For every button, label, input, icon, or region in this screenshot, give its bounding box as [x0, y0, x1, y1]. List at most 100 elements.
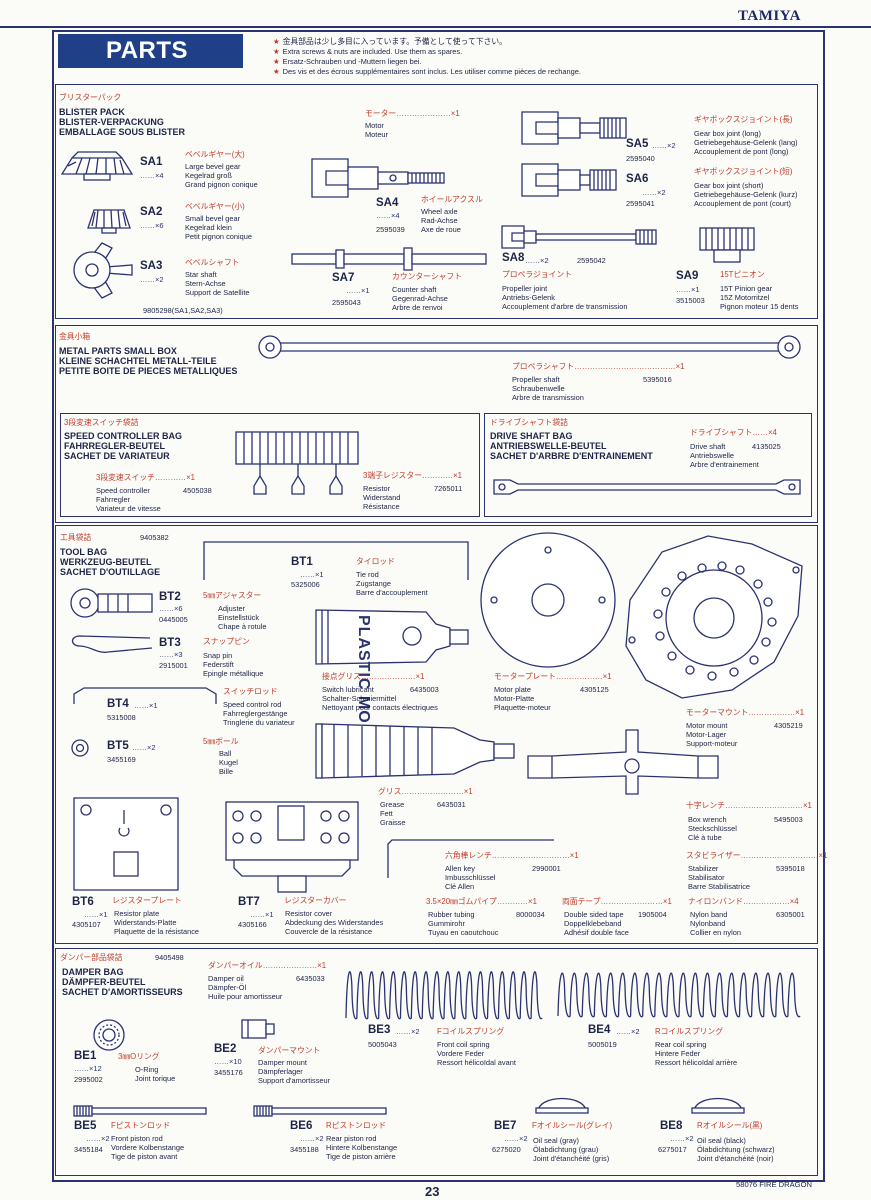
- bt2-name-fr: Chape à rotule: [218, 622, 267, 631]
- speed-title-fr: SACHET DE VARIATEUR: [64, 451, 170, 461]
- damper-oil-name-jp: ダンパーオイル…………………×1: [208, 961, 327, 970]
- be5-part-number: 3455184: [74, 1145, 103, 1154]
- drive-shaft-name-jp: ドライブシャフト……×4: [690, 428, 777, 437]
- sa8-name-en: Propeller joint: [502, 284, 548, 293]
- allen-key-name-fr: Clé Allen: [445, 882, 475, 891]
- sa7-code: SA7: [332, 272, 355, 284]
- resistor-plate-icon: [73, 797, 179, 891]
- snap-pin-icon: [71, 635, 153, 653]
- lubricant-tube-label: PLASTIC MO: [355, 615, 372, 724]
- bt3-part-number: 2915001: [159, 661, 188, 670]
- sa9-name-jp: 15Tピニオン: [720, 270, 765, 279]
- sa5-name-fr: Accouplement de pont (long): [694, 147, 789, 156]
- model-label: 58076 FIRE DRAGON: [736, 1180, 812, 1189]
- damper-title-fr: SACHET D'AMORTISSEURS: [62, 987, 183, 997]
- page-number: 23: [425, 1184, 440, 1199]
- drive-shaft-name-en: Drive shaft: [690, 442, 726, 451]
- double-tape-part-number: 1905004: [638, 910, 667, 919]
- blister-part-number: 9805298(SA1,SA2,SA3): [143, 306, 223, 315]
- nylon-band-name-jp: ナイロンバンド………………×4: [688, 897, 799, 906]
- sa6-name-de: Getriebegehäuse-Gelenk (kurz): [694, 190, 798, 199]
- sa8-name-jp: プロペラジョイント: [502, 270, 573, 279]
- drive-shaft-bag-box: [484, 413, 812, 517]
- be5-name-jp: Fピストンロッド: [111, 1121, 171, 1130]
- sa2-qty: ……×6: [140, 221, 164, 230]
- rubber-tubing-name-fr: Tuyau en caoutchouc: [428, 928, 499, 937]
- allen-key-name-en: Allen key: [445, 864, 475, 873]
- propeller-shaft-icon: [258, 335, 801, 359]
- bt3-code: BT3: [159, 637, 181, 649]
- bt4-name-jp: スイッチロッド: [223, 687, 278, 696]
- be8-code: BE8: [660, 1120, 683, 1132]
- blister-title-en: BLISTER PACK: [59, 107, 125, 117]
- blister-pack-box: [55, 84, 818, 319]
- propeller-shaft-part-number: 5395016: [643, 375, 672, 384]
- be7-qty: ……×2: [504, 1134, 528, 1143]
- sa1-qty: ……×4: [140, 171, 164, 180]
- sa1-name-en: Large bevel gear: [185, 162, 241, 171]
- sa3-qty: ……×2: [140, 275, 164, 284]
- drive-shaft-part-number: 4135025: [752, 442, 781, 451]
- be6-name-jp: Rピストンロッド: [326, 1121, 387, 1130]
- damper-bag-part-number: 9405498: [155, 953, 184, 962]
- stabilizer-name-fr: Barre Stabilisatrice: [688, 882, 751, 891]
- rubber-tubing-part-number: 8000034: [516, 910, 545, 919]
- nylon-band-name-fr: Collier en nylon: [690, 928, 741, 937]
- sa4-name-jp: ホイールアクスル: [421, 195, 483, 204]
- metal-title-fr: PETITE BOITE DE PIECES METALLIQUES: [59, 366, 238, 376]
- sa7-name-fr: Arbre de renvoi: [392, 303, 443, 312]
- double-tape-name-de: Doppelklebeband: [564, 919, 622, 928]
- sa7-name-en: Counter shaft: [392, 285, 437, 294]
- bt2-part-number: 0445005: [159, 615, 188, 624]
- be2-qty: ……×10: [214, 1057, 242, 1066]
- sa5-name-jp: ギヤボックスジョイント(長): [694, 115, 793, 124]
- tool-bag-box: [55, 525, 818, 944]
- motor-mount-part-number: 4305219: [774, 721, 803, 730]
- be5-code: BE5: [74, 1120, 97, 1132]
- be4-name-de: Hintere Feder: [655, 1049, 701, 1058]
- damper-oil-part-number: 6435033: [296, 974, 325, 983]
- sa4-name-de: Rad-Achse: [421, 216, 458, 225]
- bt6-name-de: Widerstands-Platte: [114, 918, 177, 927]
- box-wrench-name-jp: 十字レンチ…………………………×1: [686, 801, 812, 810]
- propeller-shaft-name-en: Propeller shaft: [512, 375, 560, 384]
- bt7-qty: ……×1: [250, 910, 274, 919]
- sa5-code: SA5: [626, 138, 649, 150]
- damper-bag-box: [55, 948, 818, 1176]
- bt5-part-number: 3455169: [107, 755, 136, 764]
- sa4-code: SA4: [376, 197, 399, 209]
- sa6-name-en: Gear box joint (short): [694, 181, 764, 190]
- metal-title-de: KLEINE SCHACHTEL METALL-TEILE: [59, 356, 217, 366]
- speed-controller-name-de: Fahrregler: [96, 495, 131, 504]
- brand-logo: TAMIYA: [738, 8, 802, 24]
- damper-title-de: DÄMPFER-BEUTEL: [62, 977, 146, 987]
- bt2-qty: ……×6: [159, 604, 183, 613]
- damper-oil-name-de: Dämpfer-Öl: [208, 983, 247, 992]
- front-piston-rod-icon: [73, 1105, 207, 1117]
- sa8-name-de: Antriebs-Gelenk: [502, 293, 555, 302]
- allen-key-name-de: Imbusschlüssel: [445, 873, 496, 882]
- rear-piston-rod-icon: [253, 1105, 387, 1117]
- double-tape-name-fr: Adhésif double face: [564, 928, 629, 937]
- rear-coil-spring-icon: [557, 972, 801, 1018]
- resistor-name-de: Widerstand: [363, 493, 401, 502]
- bt7-part-number: 4305166: [238, 920, 267, 929]
- gearbox-joint-long-icon: [521, 111, 627, 145]
- resistor-name-en: Resistor: [363, 484, 391, 493]
- bt5-name-jp: 5㎜ボール: [203, 737, 239, 746]
- lube-name-de: Schalter-Schmiermittel: [322, 694, 397, 703]
- be8-part-number: 6275017: [658, 1145, 687, 1154]
- grease-name-jp: グリス……………………×1: [378, 787, 473, 796]
- sa9-code: SA9: [676, 270, 699, 282]
- note-fr: ★Des vis et des écrous supplémentaires s…: [273, 67, 581, 76]
- sa4-name-en: Wheel axle: [421, 207, 458, 216]
- grease-tube-icon: [315, 723, 515, 779]
- tool-title-de: WERKZEUG-BEUTEL: [60, 557, 152, 567]
- oil-seal-black-icon: [691, 1097, 745, 1114]
- be6-code: BE6: [290, 1120, 313, 1132]
- bt5-name-de: Kugel: [219, 758, 238, 767]
- ball-icon: [71, 739, 89, 757]
- sa1-name-fr: Grand pignon conique: [185, 180, 258, 189]
- sa3-name-fr: Support de Satellite: [185, 288, 250, 297]
- be6-name-fr: Tige de piston arrière: [326, 1152, 396, 1161]
